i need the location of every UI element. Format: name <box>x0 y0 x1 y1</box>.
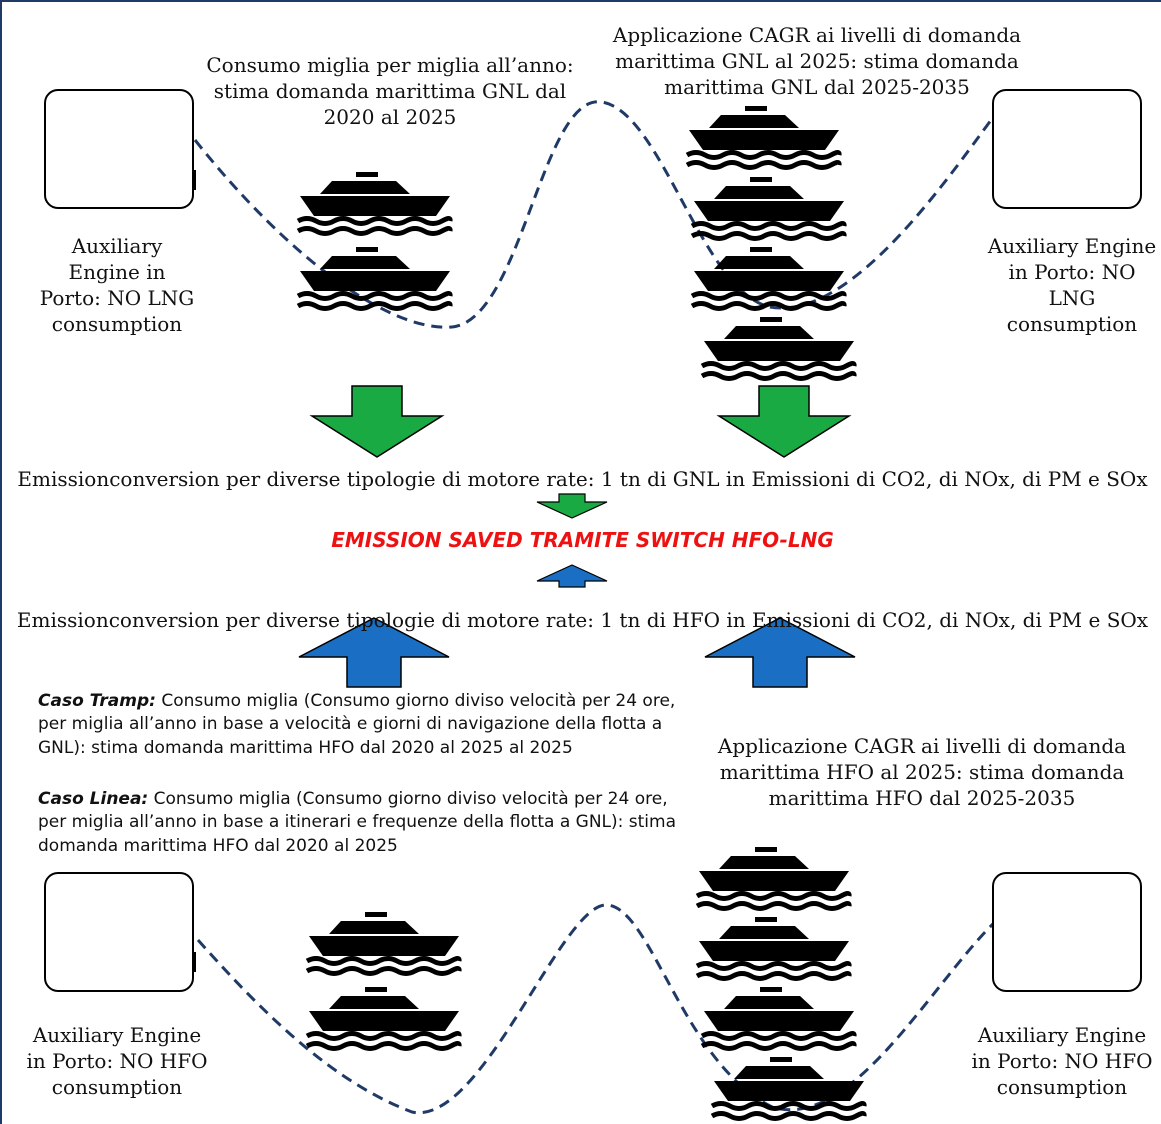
aux-engine-top-right: Auxiliary Engine in Porto: NO LNG consum… <box>987 234 1157 336</box>
top-right-text: Applicazione CAGR ai livelli di domanda … <box>612 23 1022 99</box>
caso-linea-text: Caso Linea: Consumo miglia (Consumo gior… <box>38 788 688 858</box>
green-down-arrow-center <box>536 493 608 519</box>
ship-icon <box>697 847 849 909</box>
ship-icon <box>687 106 839 168</box>
ship-icon <box>692 177 844 239</box>
ship-icon <box>702 317 854 379</box>
aux-engine-bottom-left: Auxiliary Engine in Porto: NO HFO consum… <box>26 1023 208 1099</box>
ship-icon <box>697 917 849 979</box>
green-down-arrow-right <box>716 385 852 458</box>
port-box-top-right <box>992 89 1142 209</box>
caso-linea-label: Caso Linea: <box>38 789 149 809</box>
lng-conversion-text: Emissionconversion per diverse tipologie… <box>17 467 1148 491</box>
bottom-right-text: Applicazione CAGR ai livelli di domanda … <box>717 734 1127 810</box>
caso-tramp-label: Caso Tramp: <box>38 691 156 711</box>
caso-tramp-body: Consumo miglia (Consumo giorno diviso ve… <box>38 691 676 758</box>
aux-engine-top-left: Auxiliary Engine in Porto: NO LNG consum… <box>39 234 195 336</box>
dashed-curve-top <box>193 100 999 329</box>
caso-linea-body: Consumo miglia (Consumo giorno diviso ve… <box>38 789 676 856</box>
port-box-top-left <box>44 89 194 209</box>
blue-up-arrow-right <box>704 617 856 688</box>
caso-tramp-text: Caso Tramp: Consumo miglia (Consumo gior… <box>38 690 688 760</box>
blue-up-arrow-center <box>536 564 608 588</box>
ship-icon <box>307 987 459 1049</box>
aux-engine-bottom-right: Auxiliary Engine in Porto: NO HFO consum… <box>971 1023 1153 1099</box>
ship-icon <box>692 247 844 309</box>
ship-icon <box>298 247 450 309</box>
hfo-conversion-text: Emissionconversion per diverse tipologie… <box>16 608 1149 632</box>
ship-icon <box>298 172 450 234</box>
emission-saved-title: EMISSION SAVED TRAMITE SWITCH HFO-LNG <box>331 528 834 552</box>
green-down-arrow-left <box>309 385 445 458</box>
port-box-bottom-left <box>44 872 194 992</box>
ship-icon <box>307 912 459 974</box>
ship-icon <box>702 987 854 1049</box>
top-left-text: Consumo miglia per miglia all’anno: stim… <box>206 53 574 129</box>
port-box-bottom-right <box>992 872 1142 992</box>
blue-up-arrow-left <box>298 617 450 688</box>
